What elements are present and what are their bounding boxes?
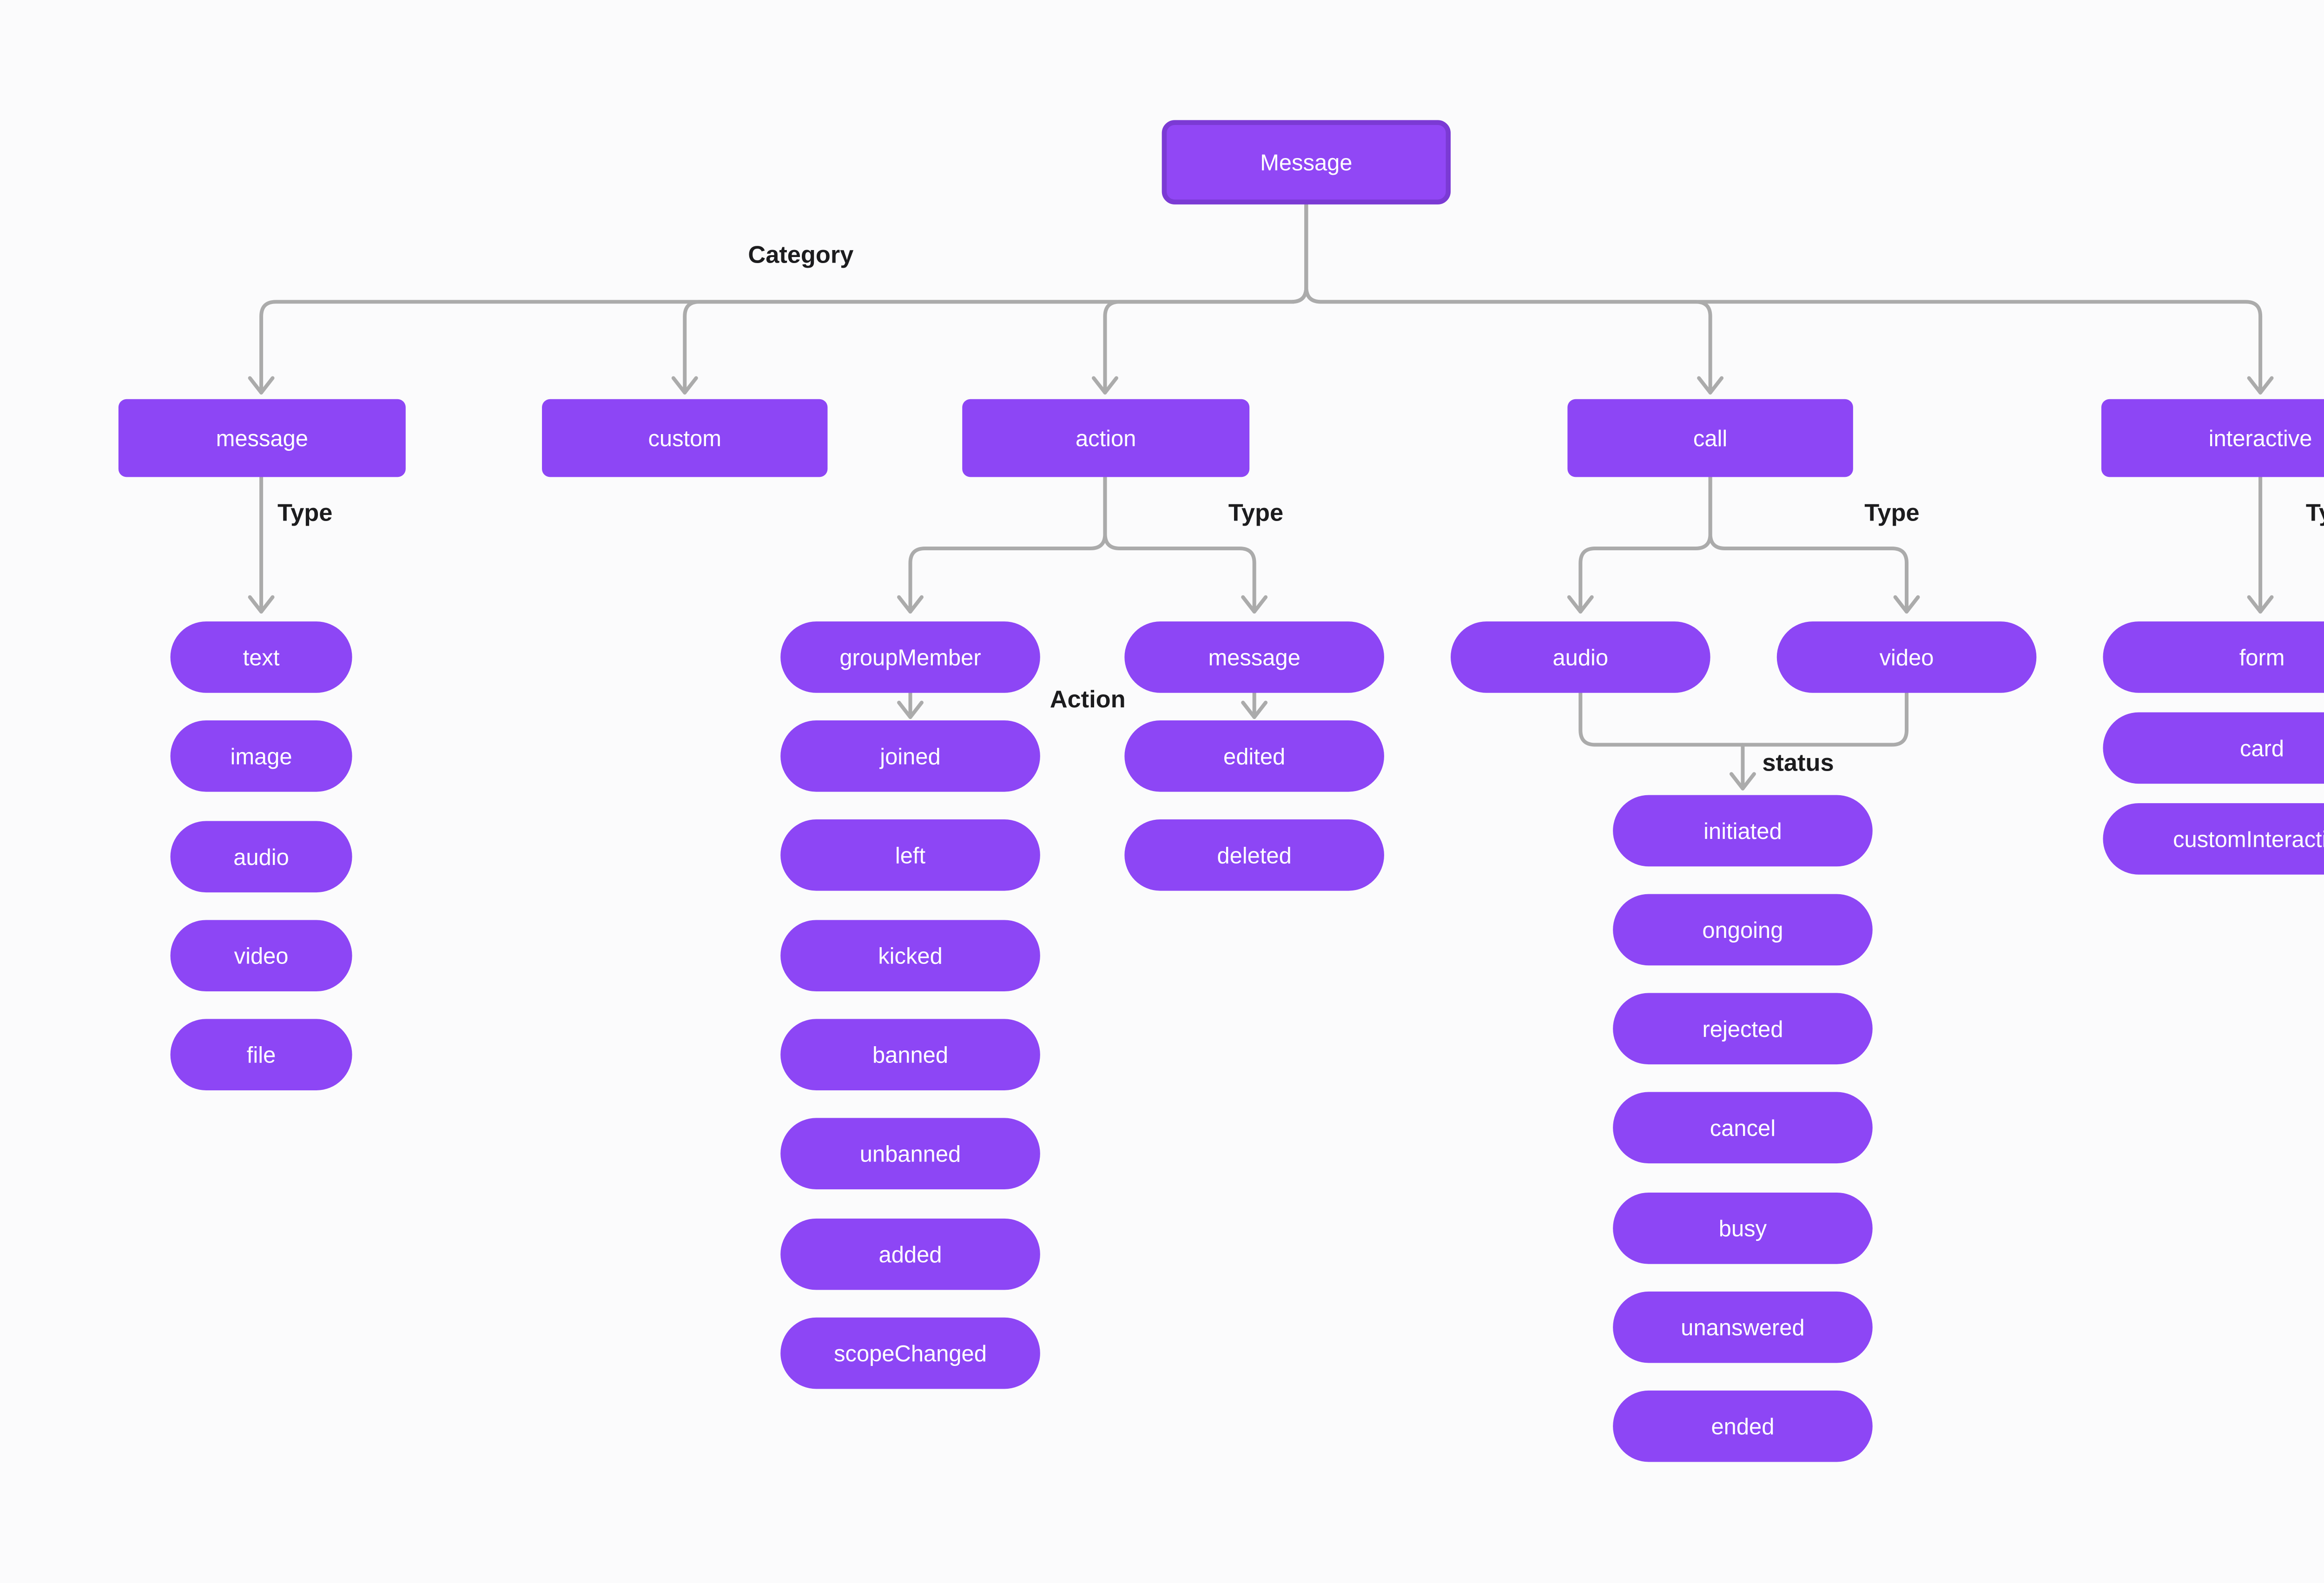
type-node-groupmember: groupMember [780,621,1040,693]
category-node-custom: custom [542,399,828,477]
arrowhead-icon [1567,595,1594,614]
arrowhead-icon [248,595,275,614]
category-node-call: call [1567,399,1853,477]
action-node-banned: banned [780,1019,1040,1091]
edge-label-status: status [1762,749,1834,778]
edge-label-type-call: Type [1864,500,1920,528]
edge-label-type-interactive: Type [2305,500,2324,528]
type-node-call-video: video [1776,621,2037,693]
action-node-joined: joined [780,720,1040,792]
action-node-left: left [780,819,1040,891]
arrowhead-icon [1893,595,1920,614]
action-node-edited: edited [1124,720,1384,792]
category-node-action: action [962,399,1250,477]
edge-label-category: Category [748,242,854,270]
category-node-interactive: interactive [2101,399,2324,477]
status-node-ongoing: ongoing [1613,894,1873,966]
edge-label-action: Action [1050,686,1126,714]
arrowhead-icon [2247,595,2274,614]
action-node-kicked: kicked [780,920,1040,992]
status-node-initiated: initiated [1613,795,1873,867]
status-node-cancel: cancel [1613,1092,1873,1164]
status-node-unanswered: unanswered [1613,1291,1873,1363]
type-node-audio: audio [170,821,352,893]
arrowhead-icon [1091,376,1118,395]
type-node-form: form [2103,621,2324,693]
type-node-call-audio: audio [1451,621,1710,693]
status-node-ended: ended [1613,1390,1873,1462]
type-node-video: video [170,920,352,992]
arrowhead-icon [248,376,275,395]
type-node-custominteractive: customInteractive [2103,803,2324,875]
arrowhead-icon [1729,772,1756,791]
edge-label-type-action: Type [1228,500,1284,528]
edge-label-type-message: Type [277,500,333,528]
arrowhead-icon [897,595,924,614]
category-node-message: message [118,399,406,477]
type-node-image: image [170,720,352,792]
action-node-added: added [780,1218,1040,1290]
action-node-scopechanged: scopeChanged [780,1317,1040,1389]
type-node-file: file [170,1019,352,1091]
action-node-unbanned: unbanned [780,1118,1040,1189]
arrowhead-icon [1241,700,1268,719]
status-node-busy: busy [1613,1192,1873,1264]
arrowhead-icon [1241,595,1268,614]
type-node-action-message: message [1124,621,1384,693]
arrowhead-icon [1697,376,1724,395]
arrowhead-icon [671,376,698,395]
type-node-card: card [2103,712,2324,784]
type-node-text: text [170,621,352,693]
arrowhead-icon [897,700,924,719]
root-node-message: Message [1162,120,1451,204]
arrowhead-icon [2247,376,2274,395]
status-node-rejected: rejected [1613,993,1873,1065]
action-node-deleted: deleted [1124,819,1384,891]
